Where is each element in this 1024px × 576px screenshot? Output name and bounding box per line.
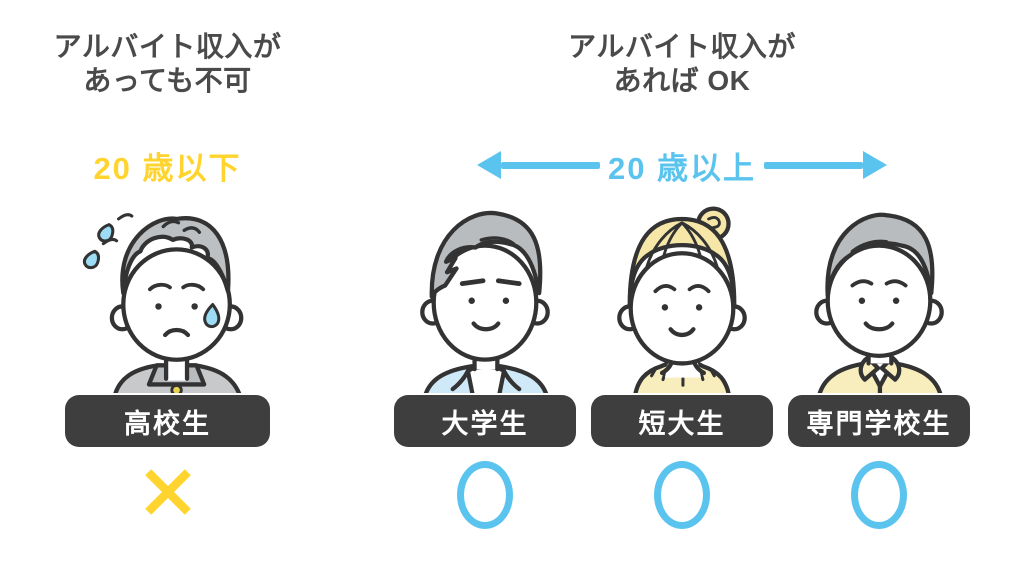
right-heading: アルバイト収入が あれば OK [352,30,1012,98]
person-name-badge: 専門学校生 [788,395,970,448]
arrow-right-icon [863,151,888,180]
arrow-left-icon [477,151,501,180]
right-age-label: 20 歳以上 [607,150,757,186]
person-name-badge: 高校生 [65,395,270,448]
arrow-line-left [501,161,600,169]
vocational-student-figure: 専門学校生 [781,198,978,530]
university-student-figure: 大学生 [387,198,584,530]
eligible-persons-row: 大学生 [352,198,1012,530]
over-20-section: アルバイト収入が あれば OK 20 歳以上 [352,30,1012,530]
highschool-student-figure: 高校生 [25,198,310,525]
cross-mark-icon [135,459,201,525]
arrow-line-right [764,161,864,169]
person-name-badge: 短大生 [591,395,773,448]
left-heading: アルバイト収入が あっても不可 [25,30,310,98]
vocational-student-illustration [814,212,944,394]
left-age-label: 20 歳以下 [93,150,242,186]
right-heading-line1: アルバイト収入が [568,31,796,62]
person-name-badge: 大学生 [394,395,576,448]
left-heading-line1: アルバイト収入が [53,31,282,62]
age-range-arrow: 20 歳以上 [477,144,888,186]
university-student-illustration [420,211,550,394]
junior-college-student-illustration [617,206,747,394]
circle-mark-icon [851,461,907,530]
worried-student-illustration [82,213,243,394]
junior-college-student-figure: 短大生 [584,198,781,530]
circle-mark-icon [654,461,710,530]
left-age-row: 20 歳以下 [25,144,310,186]
under-20-section: アルバイト収入が あっても不可 20 歳以下 [25,30,310,525]
circle-mark-icon [457,461,513,530]
left-heading-line2: あっても不可 [83,65,252,97]
right-heading-line2: あれば OK [613,65,751,97]
